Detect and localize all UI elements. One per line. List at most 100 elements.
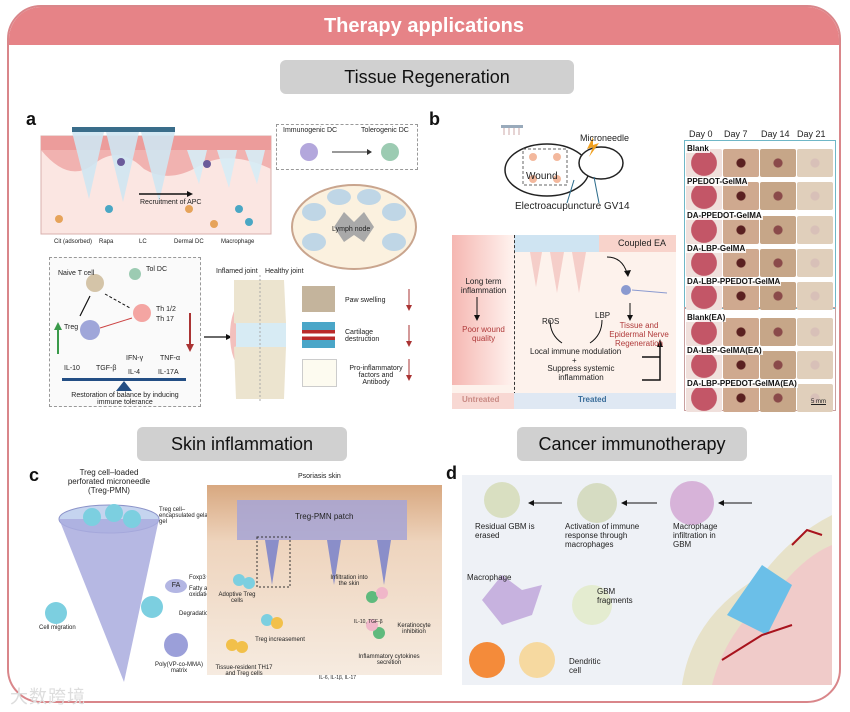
- matrix-icon: [164, 633, 188, 657]
- scale-bar: 5 mm: [811, 399, 826, 405]
- balance-label: Restoration of balance by inducing immun…: [71, 392, 179, 406]
- wound-photo: [797, 282, 833, 311]
- foxp3-label: Foxp3↑: [189, 575, 209, 581]
- wound-row-label: DA-LBP-PPEDOT-GelMA: [686, 277, 782, 287]
- section-cancer-immunotherapy: Cancer immunotherapy: [517, 427, 747, 461]
- treg-icon: [80, 320, 100, 340]
- needle: [245, 150, 265, 184]
- macrophage-icon: [482, 575, 542, 625]
- section-skin-inflammation: Skin inflammation: [137, 427, 347, 461]
- wound-photo: [760, 282, 796, 311]
- wound-photo: [760, 384, 796, 413]
- cytokine-il17a: IL-17A: [158, 369, 179, 376]
- adoptive-label: Adoptive Treg cells: [218, 592, 256, 604]
- immunogenic-dc-label: Immunogenic DC: [283, 127, 338, 134]
- treg-label: Treg: [64, 324, 79, 331]
- legend-macrophage: Macrophage: [221, 239, 255, 245]
- local-immune-label: Local immune modulation: [530, 347, 622, 356]
- wound-photo: [723, 215, 759, 244]
- wound-photo: [686, 149, 722, 177]
- wound-photo: [686, 248, 722, 277]
- macrophage-infiltration-icon: [670, 481, 714, 525]
- outcome-cartilage: Cartilage destruction: [345, 329, 380, 343]
- migrating-cell: [45, 602, 67, 624]
- mouse-icon: [501, 125, 624, 204]
- paw-image: [302, 286, 335, 312]
- day-21: Day 21: [797, 129, 826, 139]
- ros-label: ROS: [542, 317, 560, 326]
- tolerogenic-dc-label: Tolerogenic DC: [361, 127, 409, 134]
- coupled-ea-label: Coupled EA: [618, 238, 667, 248]
- outcome-paw-swelling: Paw swelling: [345, 297, 386, 304]
- header-title: Therapy applications: [9, 7, 839, 45]
- psoriasis-label: Psoriasis skin: [298, 473, 341, 480]
- legend-lc: LC: [139, 239, 147, 245]
- watermark: 大数跨境: [10, 687, 86, 707]
- wound-photo: [686, 282, 722, 311]
- th-cell-icon: [133, 304, 151, 322]
- migrating-cell: [141, 596, 163, 618]
- il6-label: IL-6, IL-1β, IL-17: [319, 675, 357, 681]
- cytokine-tgfb: TGF-β: [96, 365, 117, 372]
- cytokine-ifng: IFN-γ: [126, 355, 144, 362]
- pmn-patch-label: Treg-PMN patch: [295, 512, 354, 521]
- cytokine-il10: IL-10: [64, 365, 80, 372]
- tissue-regen-label: Tissue and Epidermal Nerve Regeneration: [609, 321, 669, 348]
- untreated-bar: [452, 393, 514, 409]
- infiltration-label: Infiltration into the skin: [330, 575, 368, 587]
- lymph-node-label: Lymph node: [332, 226, 371, 233]
- wound-photo: [686, 350, 722, 379]
- panel-a-letter: a: [26, 109, 37, 129]
- joint-icon: [204, 275, 286, 403]
- t-cell-icon: [519, 642, 555, 678]
- needle: [217, 150, 237, 188]
- immunogenic-dc-icon: [300, 143, 318, 161]
- panel-d-letter: d: [446, 463, 457, 483]
- panel-b-letter: b: [429, 109, 440, 129]
- poor-wound-label: Poor wound quality: [462, 325, 505, 343]
- inflamed-joint-label: Inflamed joint: [216, 268, 258, 275]
- needle: [72, 132, 104, 199]
- keratinocyte-label: Keratinocyte inhibition: [397, 623, 431, 635]
- figure-frame: Therapy applications Tissue Regeneration…: [7, 5, 841, 703]
- wound-photo: [723, 149, 759, 177]
- lbp-label: LBP: [595, 311, 611, 320]
- il10-label: IL-10, TGF-β: [354, 619, 383, 625]
- recruitment-label: Recruitment of APC: [140, 199, 202, 206]
- microneedle-strip: [514, 235, 599, 252]
- wound-photo: [723, 350, 759, 379]
- tolerogenic-dc-icon: [381, 143, 399, 161]
- activation-label: Activation of immune response through ma…: [565, 522, 640, 549]
- wound-photo: [760, 215, 796, 244]
- outcome-pro-inflammatory: Pro-inflammatory factors and Antibody: [349, 365, 403, 386]
- wound-photo: [723, 317, 759, 346]
- residual-label: Residual GBM is erased: [475, 522, 535, 540]
- section-tissue-regeneration: Tissue Regeneration: [280, 60, 574, 94]
- legend-dermal-dc: Dermal DC: [174, 239, 204, 245]
- day-0: Day 0: [689, 129, 713, 139]
- balance-box: Naive T cell Tol DC Treg Th 1/2 Th 17 IL…: [49, 257, 201, 407]
- wound-photo: [797, 215, 833, 244]
- resident-label: Tissue-resident TH17 and Treg cells: [215, 665, 273, 677]
- cytokine-il4: IL-4: [128, 369, 141, 376]
- microneedle-cone-icon: [45, 504, 163, 682]
- naive-t-cell-label: Naive T cell: [58, 270, 95, 277]
- neuron-icon: [621, 285, 631, 295]
- wound-photo: [797, 248, 833, 277]
- needle: [106, 132, 139, 202]
- wound-row-label: DA-PPEDOT-GelMA: [686, 210, 763, 220]
- inflammatory-label: Inflammatory cytokines secretion: [358, 654, 420, 666]
- wound-photo: [797, 317, 833, 346]
- cartilage-image: [302, 322, 335, 348]
- matrix-label: Poly(VP-co-MMA) matrix: [154, 662, 203, 674]
- tol-dc-label: Tol DC: [146, 266, 168, 273]
- wound-photo: [686, 182, 722, 211]
- gbm-fragments-label: GBM fragments: [597, 587, 633, 605]
- microneedle-backing: [72, 127, 175, 132]
- plus-label: +: [572, 356, 577, 365]
- wound-photo: [760, 317, 796, 346]
- increase-label: Treg increasement: [255, 637, 305, 643]
- healthy-joint-label: Healthy joint: [265, 268, 304, 275]
- wound-photo: [760, 182, 796, 211]
- wound-photo: [686, 384, 722, 413]
